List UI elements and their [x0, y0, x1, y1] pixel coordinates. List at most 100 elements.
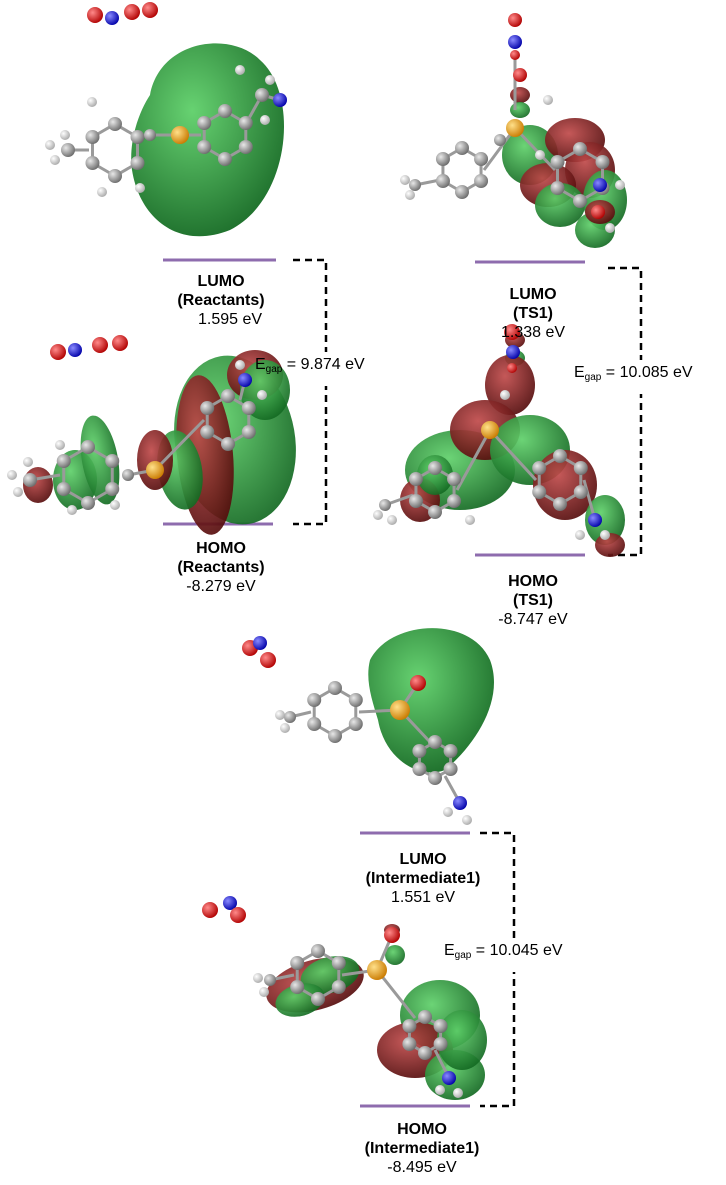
carbon-atom [144, 129, 156, 141]
gap-symbol: E [255, 356, 266, 373]
hydrogen-atom [605, 223, 615, 233]
homo-energy: -8.747 eV [498, 611, 568, 628]
gap-subscript: gap [454, 950, 472, 961]
carbon-atom [264, 974, 276, 986]
hydrogen-atom [575, 530, 585, 540]
hydrogen-atom [453, 1088, 463, 1098]
oxygen-atom [87, 7, 103, 23]
oxygen-atom [260, 652, 276, 668]
carbon-atom [255, 88, 269, 102]
carbon-atom [447, 472, 462, 486]
carbon-atom [56, 482, 71, 496]
carbon-atom [130, 130, 145, 144]
carbon-atom [595, 155, 610, 169]
orbital-lobe-positive [437, 1010, 487, 1070]
hydrogen-atom [135, 183, 145, 193]
hydrogen-atom [23, 457, 33, 467]
carbon-atom [108, 169, 122, 183]
carbon-atom [284, 711, 296, 723]
carbon-atom [221, 389, 235, 403]
carbon-atom [418, 1046, 432, 1060]
lumo-title: LUMO [197, 273, 245, 290]
orbital-lobe-negative [137, 430, 173, 490]
lumo-energy: 1.595 eV [197, 311, 263, 328]
bond [375, 969, 417, 1019]
orbital-lobe-negative [510, 87, 530, 103]
carbon-atom [81, 496, 95, 510]
carbon-atom [328, 729, 342, 743]
hydrogen-atom [87, 97, 97, 107]
gap-value: = 10.085 eV [601, 364, 693, 381]
hydrogen-atom [235, 360, 245, 370]
carbon-atom [197, 116, 212, 130]
carbon-atom [402, 1037, 417, 1051]
carbon-atom [238, 116, 253, 130]
lumo-title: LUMO [509, 286, 557, 303]
hydrogen-atom [600, 530, 610, 540]
hydrogen-atom [435, 1085, 445, 1095]
hydrogen-atom [259, 987, 269, 997]
orbital-lobe-positive [535, 183, 585, 227]
hydrogen-atom [260, 115, 270, 125]
homo-species: (Intermediate1) [364, 1140, 480, 1157]
oxygen-atom [142, 2, 158, 18]
carbon-atom [328, 681, 342, 695]
gap-value: = 9.874 eV [282, 356, 365, 373]
carbon-atom [550, 181, 565, 195]
lumo-label-intermediate1: LUMO (Intermediate1) 1.551 eV [358, 850, 488, 907]
nitrogen-atom [508, 35, 522, 49]
carbon-atom [532, 461, 547, 475]
carbon-atom [447, 494, 462, 508]
carbon-atom [290, 980, 305, 994]
carbon-atom [348, 693, 363, 707]
carbon-atom [443, 744, 458, 758]
hydrogen-atom [387, 515, 397, 525]
carbon-atom [311, 992, 325, 1006]
hydrogen-atom [500, 390, 510, 400]
oxygen-atom [50, 344, 66, 360]
carbon-atom [241, 401, 256, 415]
carbon-atom [573, 142, 587, 156]
orbital-lobe-positive [80, 415, 120, 505]
gap-subscript: gap [584, 372, 602, 383]
carbon-atom [474, 152, 489, 166]
orbital-lobe-positive [585, 495, 625, 545]
carbon-atom [408, 472, 423, 486]
hydrogen-atom [50, 155, 60, 165]
nitrogen-atom [453, 796, 467, 810]
hydrogen-atom [275, 710, 285, 720]
hydrogen-atom [400, 175, 410, 185]
hydrogen-atom [45, 140, 55, 150]
carbon-atom [23, 473, 37, 487]
carbon-atom [108, 117, 122, 131]
hydrogen-atom [7, 470, 17, 480]
oxygen-atom [591, 205, 605, 219]
carbon-atom [130, 156, 145, 170]
carbon-atom [85, 130, 100, 144]
gap-brackets [293, 258, 644, 1108]
lumo-species: (Intermediate1) [365, 870, 481, 887]
nitrogen-atom [253, 636, 267, 650]
oxygen-atom [504, 324, 520, 340]
lumo-title: LUMO [399, 851, 447, 868]
carbon-atom [348, 717, 363, 731]
bond [488, 428, 538, 482]
lumo-label-reactants: LUMO (Reactants) 1.595 eV [166, 272, 276, 329]
carbon-atom [435, 174, 450, 188]
hydrogen-atom [462, 815, 472, 825]
carbon-atom [433, 1037, 448, 1051]
carbon-atom [408, 494, 423, 508]
gap-bracket [293, 258, 328, 526]
nitrogen-atom [68, 343, 82, 357]
gap-bracket [608, 266, 643, 557]
hydrogen-atom [257, 390, 267, 400]
carbon-atom [200, 425, 215, 439]
oxygen-atom [202, 902, 218, 918]
carbon-atom [428, 771, 442, 785]
orbital-lobe-negative [595, 533, 625, 557]
carbon-atom [443, 762, 458, 776]
hydrogen-atom [265, 75, 275, 85]
carbon-atom [200, 401, 215, 415]
carbon-atom [573, 485, 588, 499]
